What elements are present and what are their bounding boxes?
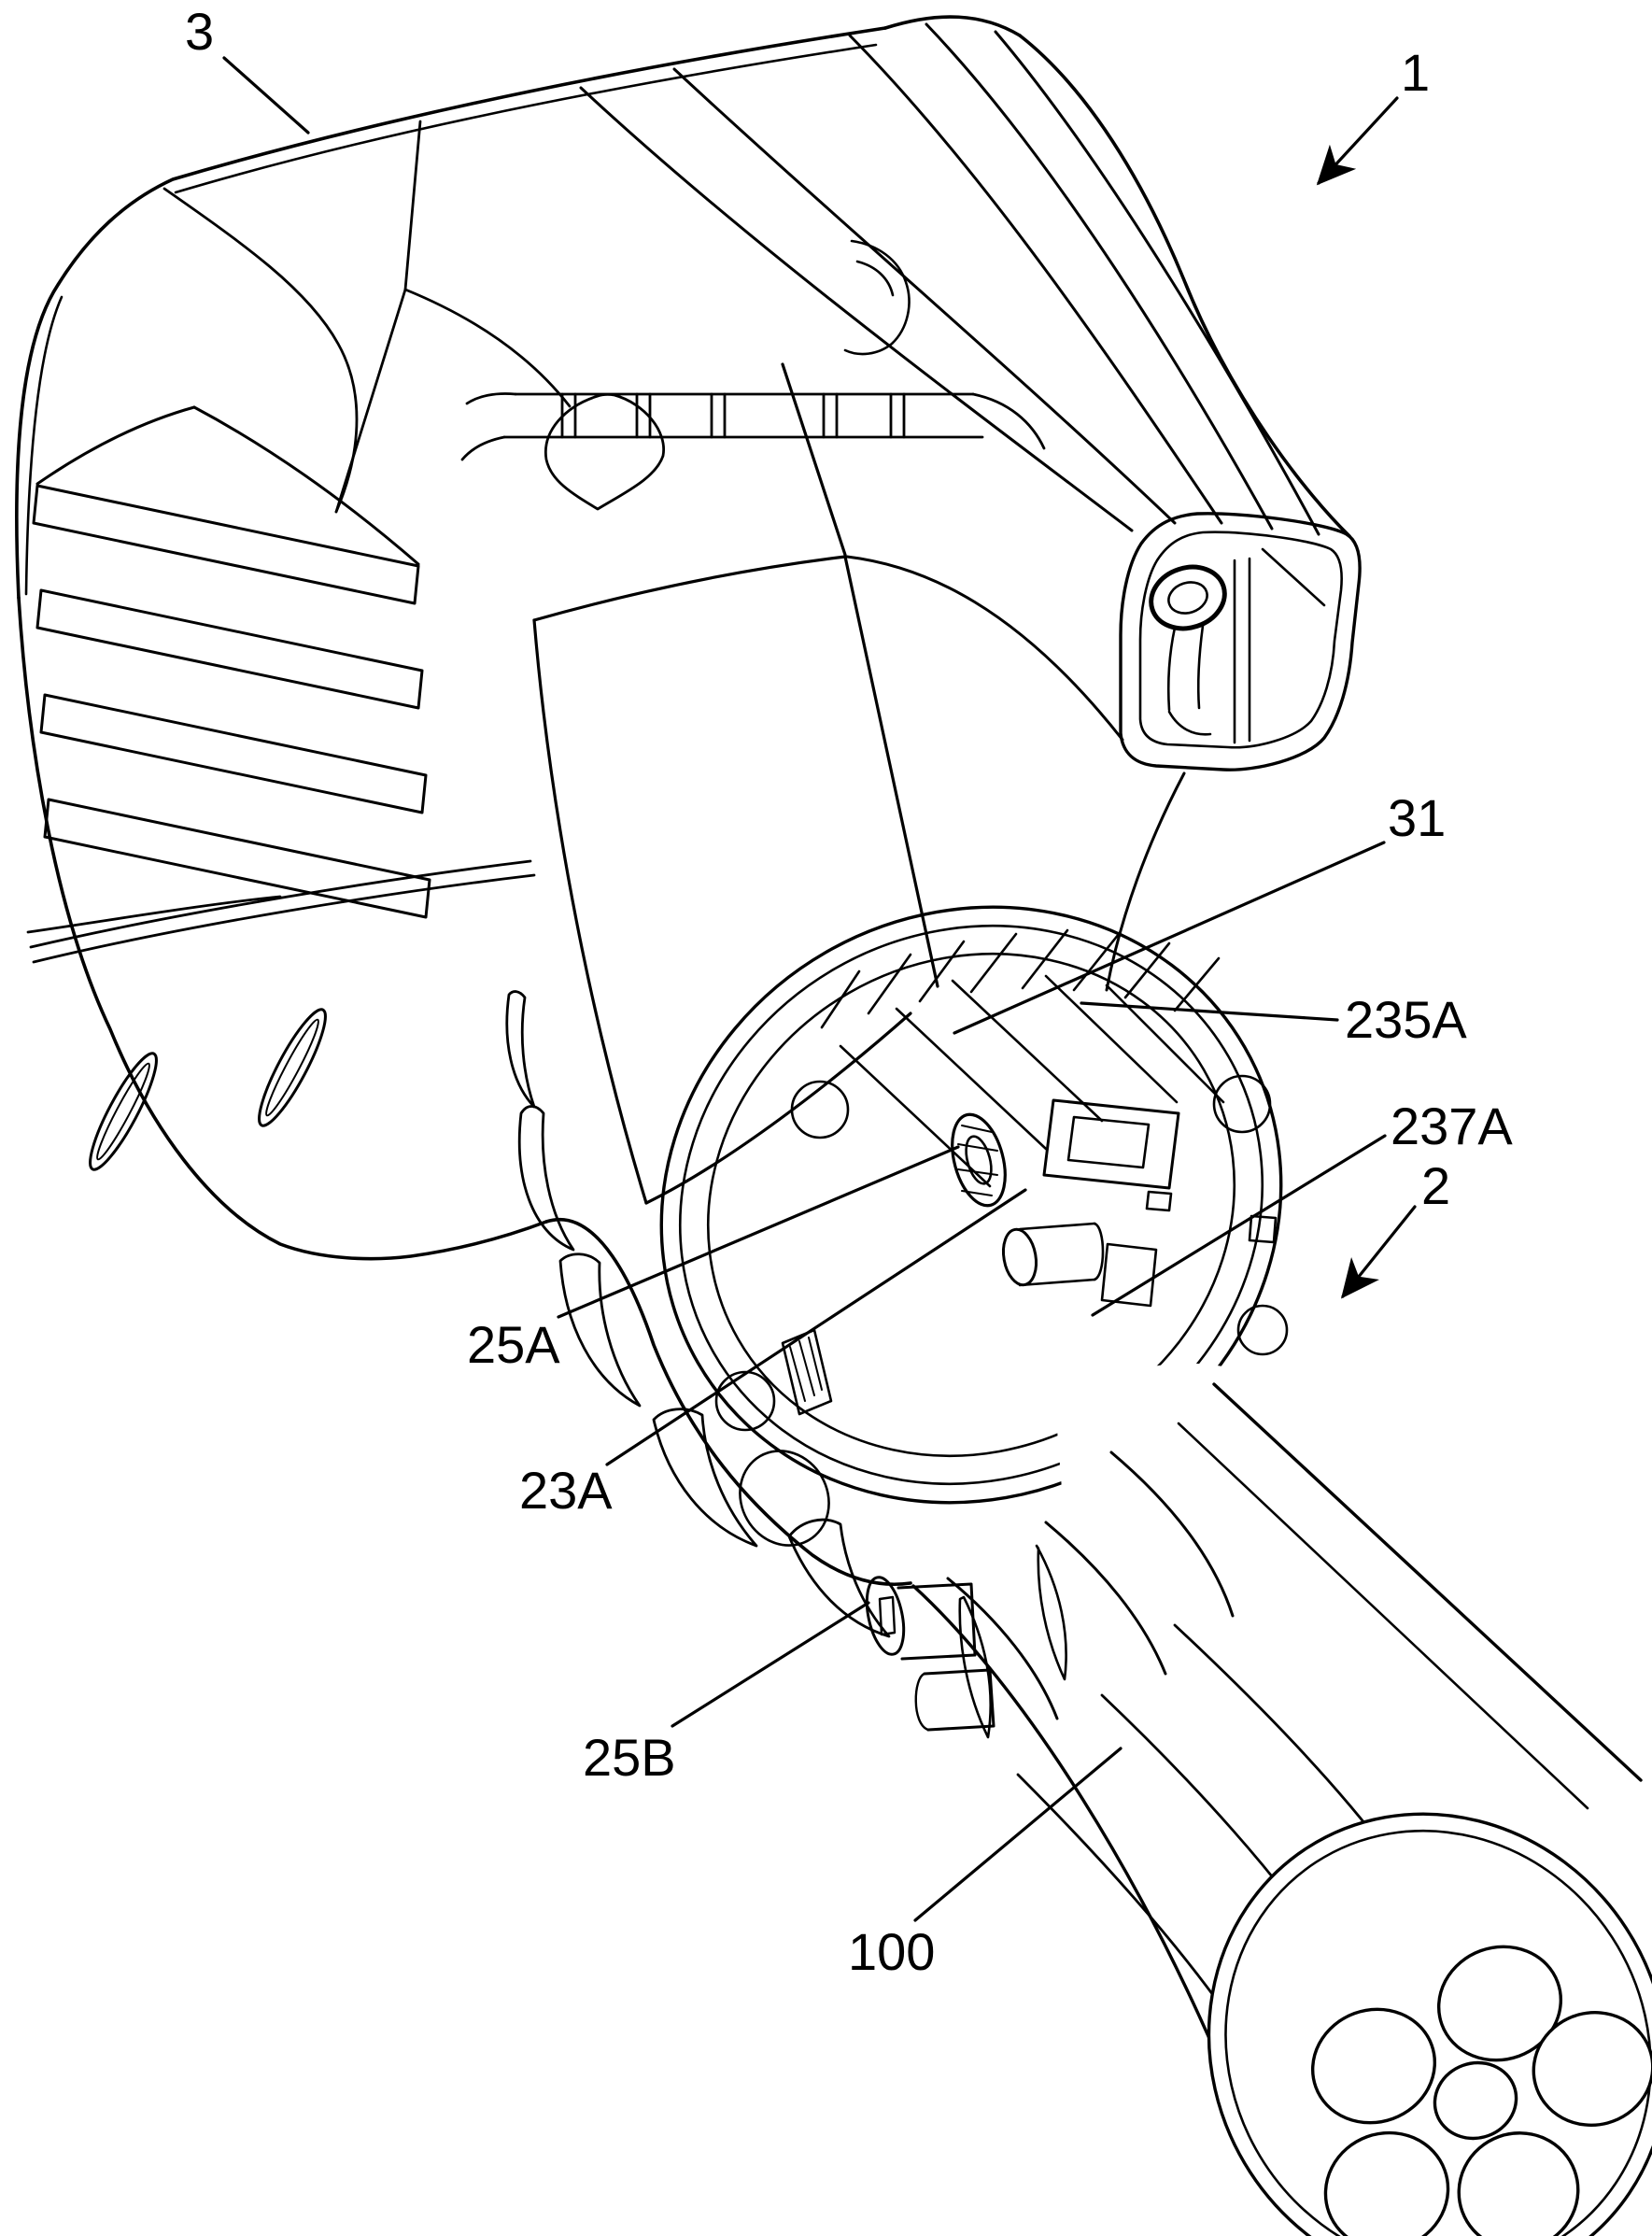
terminal-25A [951,1112,1007,1208]
leader-25B [671,1601,870,1728]
leader-31 [953,841,1386,1035]
leader-25A [557,1145,960,1319]
leader-100 [913,1747,1123,1922]
latch-bar [460,392,1046,511]
front-panel [532,362,939,1205]
ref-label-25B: 25B [583,1728,676,1787]
wire-bundle [1207,1812,1652,2236]
ref-label-100: 100 [848,1922,936,1981]
wire [1323,2130,1450,2236]
wire [1310,2007,1437,2125]
housing-outline [15,15,1351,1587]
thumb-rest [843,239,911,356]
leader-23A [605,1188,1027,1466]
leader-3 [222,56,310,134]
ref-label-31: 31 [1388,788,1447,847]
ref-label-25A: 25A [467,1315,560,1374]
leader-2 [1340,1205,1417,1299]
leader-235A [1080,1001,1339,1022]
ref-label-235A: 235A [1345,990,1467,1049]
mounting-slots [89,1008,327,1171]
leader-1 [1316,96,1399,186]
ref-label-237A: 237A [1391,1097,1513,1155]
ref-label-3: 3 [185,2,215,61]
ref-label-23A: 23A [519,1461,613,1520]
cable-boot [946,1451,1235,1739]
latch-ribs [32,405,431,919]
wire [1436,1945,1563,2062]
wire-center [1433,2060,1518,2141]
terminal-block [1042,1098,1278,1308]
wire [1457,2131,1580,2236]
leader-lines [222,56,1417,1922]
wire [1532,2011,1652,2127]
terminal-23A [1001,1222,1105,1287]
body-scoop [162,120,572,514]
ref-label-2: 2 [1421,1156,1451,1215]
handle-end-cap [1119,512,1362,771]
leader-237A [1091,1134,1387,1317]
parting-line [26,859,536,964]
terminal-interface [714,928,1289,1547]
ref-label-1: 1 [1401,43,1431,102]
handle-ridges [579,22,1320,992]
